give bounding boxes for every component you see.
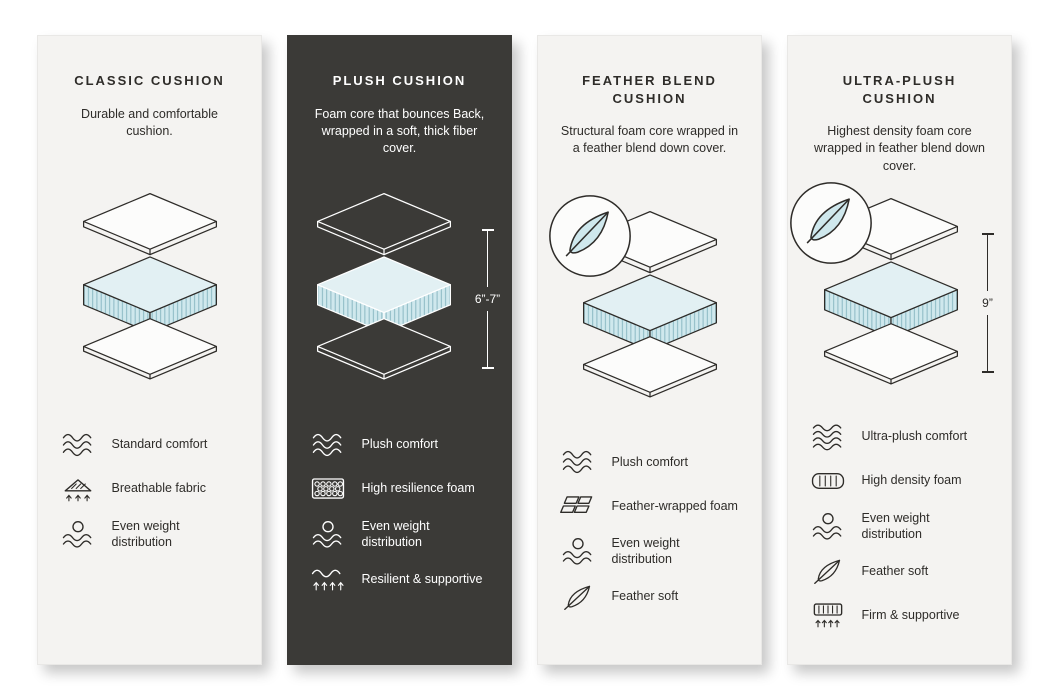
height-label: 6”-7”	[474, 291, 501, 306]
comfort-waves-icon	[808, 422, 848, 452]
feature-row: Standard comfort	[58, 430, 242, 460]
ruler-cap	[481, 366, 494, 369]
feature-row: Plush comfort	[308, 430, 492, 460]
feature-label: Plush comfort	[611, 454, 688, 469]
firm-support-icon	[808, 600, 848, 630]
feature-label: Ultra-plush comfort	[861, 429, 968, 444]
card-plush-cushion: PLUSH CUSHION Foam core that bounces Bac…	[287, 35, 512, 665]
height-ruler: 9”	[981, 233, 994, 374]
feature-label: Feather soft	[611, 589, 679, 604]
feature-label: Resilient & supportive	[361, 571, 483, 586]
feature-row: Ultra-plush comfort	[808, 422, 992, 452]
feature-label: Feather soft	[861, 563, 929, 578]
feature-label: Even weight distribution	[361, 518, 430, 549]
card-description: Structural foam core wrapped in a feathe…	[560, 124, 739, 156]
feature-label: High resilience foam	[361, 481, 475, 496]
ruler-line	[486, 230, 489, 287]
feather-icon	[808, 556, 848, 586]
weight-distribution-icon	[58, 519, 98, 549]
feature-row: Plush comfort	[558, 447, 742, 477]
comfort-waves-icon	[558, 447, 598, 477]
feature-row: Feather soft	[808, 556, 992, 586]
comfort-waves-icon	[58, 430, 98, 460]
ruler-cap	[981, 233, 994, 236]
feature-label: Even weight distribution	[861, 510, 930, 541]
feature-row: Firm & supportive	[808, 600, 992, 630]
card-title: PLUSH CUSHION	[332, 73, 467, 88]
feature-label: Feather-wrapped foam	[611, 498, 738, 513]
feature-row: Even weight distribution	[558, 535, 742, 568]
cushion-layers-icon	[582, 210, 717, 398]
feature-row: High resilience foam	[308, 474, 492, 504]
cushion-diagram	[548, 183, 741, 423]
feather-foam-icon	[558, 491, 598, 521]
card-ultra-plush-cushion: ULTRA-PLUSH CUSHION Highest density foam…	[787, 35, 1012, 665]
feature-row: Feather soft	[558, 582, 742, 612]
feature-label: Plush comfort	[361, 437, 438, 452]
feature-list: Plush comfort Feather-wrapped foam	[558, 447, 742, 626]
feature-label: Firm & supportive	[861, 607, 960, 622]
cushion-layers-icon	[82, 193, 217, 380]
feature-row: Even weight distribution	[308, 518, 492, 551]
ruler-cap	[481, 228, 494, 231]
feature-list: Standard comfort Breathable fabric	[58, 430, 242, 565]
feature-row: Even weight distribution	[808, 510, 992, 543]
feather-icon	[558, 582, 598, 612]
resilience-foam-icon	[308, 474, 348, 504]
cushion-layers-icon	[823, 197, 958, 385]
feature-row: High density foam	[808, 466, 992, 496]
card-classic-cushion: CLASSIC CUSHION Durable and comfortable …	[37, 35, 262, 665]
ruler-cap	[981, 371, 994, 374]
weight-distribution-icon	[308, 519, 348, 549]
feature-row: Even weight distribution	[58, 518, 242, 551]
cushion-diagram: 6”-7”	[308, 166, 500, 406]
feature-list: Ultra-plush comfort High density foam	[808, 422, 992, 645]
height-ruler: 6”-7”	[474, 228, 501, 369]
resilient-spring-icon	[308, 564, 348, 594]
feature-label: Standard comfort	[111, 437, 208, 452]
comfort-waves-icon	[308, 430, 348, 460]
breathable-fabric-icon	[58, 474, 98, 504]
card-description: Highest density foam core wrapped in fea…	[814, 124, 985, 173]
cushion-diagram: 9”	[789, 181, 994, 397]
feature-row: Resilient & supportive	[308, 564, 492, 594]
feature-label: Breathable fabric	[111, 481, 207, 496]
feature-list: Plush comfort High resilience foam	[308, 430, 492, 609]
cushion-diagram	[58, 166, 241, 406]
card-title: ULTRA-PLUSH CUSHION	[842, 73, 957, 106]
card-title: FEATHER BLEND CUSHION	[582, 73, 717, 106]
card-title: CLASSIC CUSHION	[74, 73, 225, 88]
weight-distribution-icon	[558, 536, 598, 566]
density-foam-icon	[808, 466, 848, 496]
card-description: Foam core that bounces Back, wrapped in …	[314, 106, 485, 156]
feature-label: High density foam	[861, 473, 962, 488]
ruler-line	[486, 310, 489, 367]
ruler-line	[986, 235, 989, 292]
weight-distribution-icon	[808, 511, 848, 541]
feather-badge-icon	[548, 194, 631, 277]
feature-row: Breathable fabric	[58, 474, 242, 504]
card-description: Durable and comfortable cushion.	[81, 106, 218, 138]
cushion-layers-icon	[316, 193, 451, 380]
height-label: 9”	[982, 296, 993, 311]
feature-label: Even weight distribution	[111, 518, 180, 549]
ruler-line	[986, 315, 989, 372]
feature-row: Feather-wrapped foam	[558, 491, 742, 521]
feather-badge-icon	[789, 181, 872, 264]
feature-label: Even weight distribution	[611, 536, 680, 567]
card-feather-blend-cushion: FEATHER BLEND CUSHION Structural foam co…	[537, 35, 762, 665]
